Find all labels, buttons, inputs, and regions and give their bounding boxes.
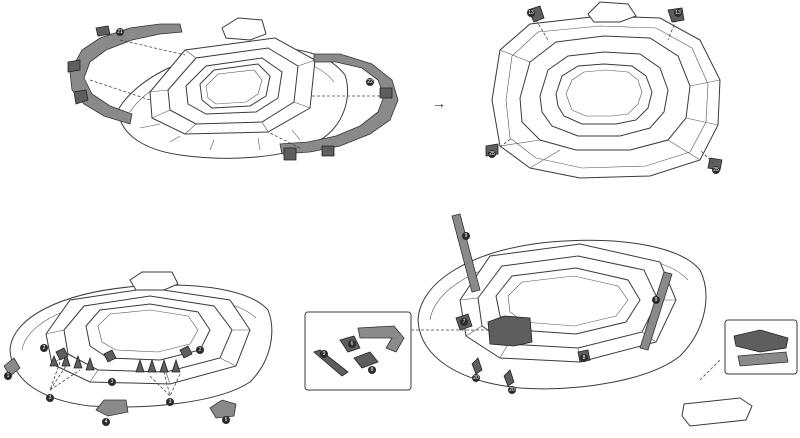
svg-text:25: 25 — [713, 167, 719, 173]
callout-step3-d: 3 — [46, 394, 54, 402]
callout-step3-g: 4 — [102, 418, 110, 426]
callout-step3-c: 2 — [196, 346, 204, 354]
step-4-diagram: 9 9 7 8 9 6 8 20 20 — [304, 213, 798, 427]
callout-step4-c: 7 — [460, 318, 468, 326]
svg-text:9: 9 — [465, 233, 468, 239]
callout-step4-f: 6 — [348, 340, 356, 348]
callout-step2-c: 25 — [488, 150, 496, 158]
callout-step3-f: 3 — [108, 378, 116, 386]
svg-text:4: 4 — [105, 419, 108, 425]
callout-step2-a: 13 — [527, 9, 535, 17]
svg-text:2: 2 — [199, 347, 202, 353]
callout-step4-d: 8 — [580, 354, 588, 362]
svg-text:13: 13 — [528, 10, 534, 16]
svg-text:20: 20 — [509, 387, 515, 393]
svg-text:7: 7 — [463, 319, 466, 325]
svg-text:22: 22 — [367, 79, 373, 85]
callout-step4-h: 20 — [472, 374, 480, 382]
svg-text:2: 2 — [43, 345, 46, 351]
svg-text:9: 9 — [323, 351, 326, 357]
callout-step3-h: 5 — [222, 416, 230, 424]
svg-text:3: 3 — [169, 399, 172, 405]
callout-step4-a: 9 — [462, 232, 470, 240]
callout-step3-b: 2 — [40, 344, 48, 352]
step-1-diagram: 21 22 — [67, 17, 399, 161]
callout-step4-i: 20 — [508, 386, 516, 394]
svg-text:13: 13 — [675, 10, 681, 16]
callout-step2-d: 25 — [712, 166, 720, 174]
callout-step4-e: 9 — [320, 350, 328, 358]
svg-text:21: 21 — [117, 29, 123, 35]
svg-text:8: 8 — [583, 355, 586, 361]
callout-step3-a: 1 — [4, 372, 12, 380]
svg-text:3: 3 — [111, 379, 114, 385]
step-arrow: → — [432, 95, 446, 111]
callout-step2-b: 13 — [674, 9, 682, 17]
svg-text:25: 25 — [489, 151, 495, 157]
svg-text:6: 6 — [351, 341, 354, 347]
callout-step4-b: 9 — [652, 296, 660, 304]
callout-step1-b: 22 — [366, 78, 374, 86]
callout-step4-g: 8 — [368, 366, 376, 374]
callout-step1-a: 21 — [116, 28, 124, 36]
svg-text:20: 20 — [473, 375, 479, 381]
svg-text:9: 9 — [655, 297, 658, 303]
svg-text:8: 8 — [371, 367, 374, 373]
step-3-diagram: 1 2 2 3 3 3 4 5 — [3, 271, 273, 426]
svg-text:3: 3 — [49, 395, 52, 401]
svg-text:1: 1 — [7, 373, 10, 379]
svg-text:5: 5 — [225, 417, 228, 423]
callout-step3-e: 3 — [166, 398, 174, 406]
step-2-diagram: 13 13 25 25 — [485, 1, 723, 179]
